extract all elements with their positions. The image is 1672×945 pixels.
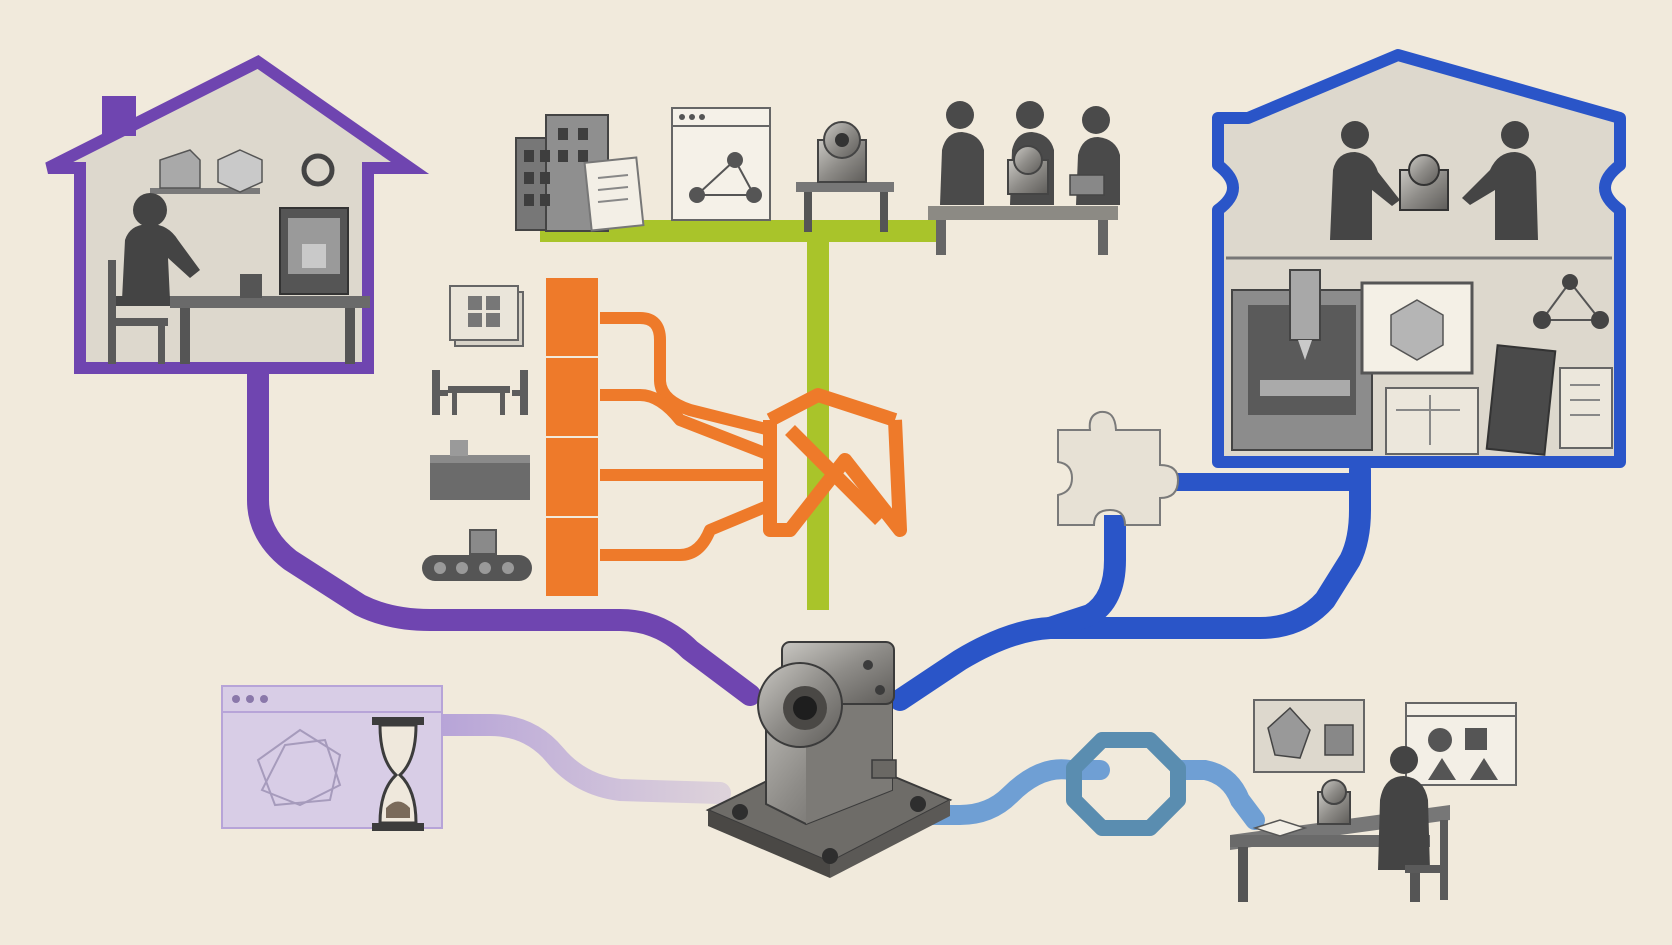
- shapes-panel-icon: [1253, 699, 1365, 773]
- orange-tag-1: [546, 278, 598, 356]
- orange-tag-4: [546, 518, 598, 596]
- catalog-icon: [449, 285, 524, 347]
- house-chimney: [102, 96, 136, 136]
- table-chairs-icon: [432, 370, 528, 415]
- mechanical-part-icon: [705, 641, 953, 878]
- blueprints-icon: [1385, 344, 1613, 456]
- graph-window-icon: [671, 107, 771, 221]
- conveyor-icon: [422, 529, 532, 581]
- learning-desk-panel: [1230, 699, 1517, 902]
- blue-branch-path: [1046, 515, 1126, 639]
- blue-path: [889, 459, 1371, 711]
- monitor-3d-icon: [1360, 281, 1474, 375]
- orange-open-box: [763, 388, 907, 537]
- factory-panel: [1212, 49, 1626, 468]
- cnc-machine-icon: [1231, 269, 1373, 451]
- chain-link-icon: [1066, 732, 1186, 836]
- light-blue-path: [905, 759, 1110, 825]
- prototype-history-panel: [221, 685, 443, 831]
- purple-path: [247, 349, 761, 706]
- hourglass-icon: [372, 717, 424, 831]
- collaboration-strip: [515, 101, 1120, 255]
- shapes-window-icon: [1405, 702, 1517, 786]
- lavender-path: [429, 714, 731, 804]
- industry-uses-group: [422, 278, 907, 596]
- team-icon: [928, 101, 1120, 255]
- small-table-part-icon: [796, 121, 894, 232]
- orange-tag-2: [546, 358, 598, 436]
- home-workshop-panel: [45, 55, 430, 374]
- light-blue-path-2: [1170, 760, 1265, 830]
- handshake-icon: [1330, 121, 1538, 240]
- house-icon: [108, 149, 370, 364]
- desk-block-icon: [430, 440, 530, 500]
- faded-polyhedron-icon: [256, 728, 342, 807]
- orange-tag-3: [546, 438, 598, 516]
- puzzle-piece-icon: [1057, 410, 1180, 526]
- reader-icon: [1230, 746, 1450, 902]
- connector-paths: [247, 220, 1371, 830]
- triangle-graph-icon: [1533, 274, 1609, 329]
- building-icon: [515, 114, 645, 232]
